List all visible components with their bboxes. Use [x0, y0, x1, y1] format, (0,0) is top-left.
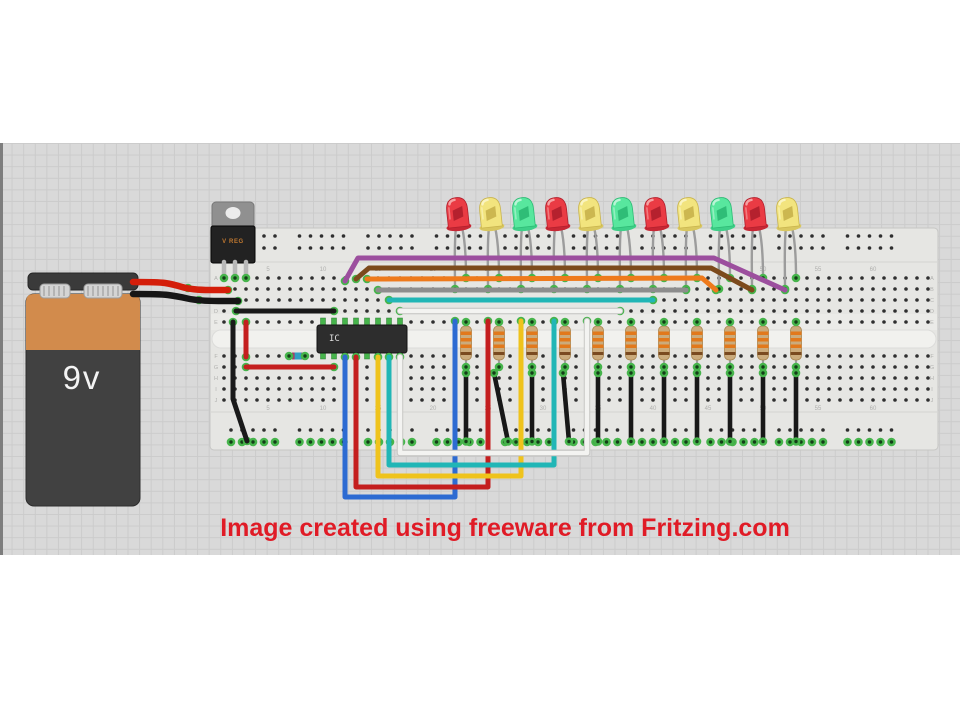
- left-edge-line: [0, 143, 3, 555]
- svg-text:J: J: [215, 398, 218, 404]
- regulator-hole: [225, 207, 241, 219]
- ic-chip: IC: [316, 317, 408, 360]
- svg-text:J: J: [931, 398, 934, 404]
- svg-text:5: 5: [266, 267, 270, 273]
- led-leg: [783, 226, 788, 289]
- svg-text:H: H: [930, 376, 934, 382]
- svg-text:D: D: [214, 309, 218, 315]
- svg-text:B: B: [930, 287, 934, 293]
- svg-text:C: C: [930, 298, 934, 304]
- svg-text:F: F: [214, 354, 218, 360]
- svg-text:I: I: [215, 387, 217, 393]
- svg-text:5: 5: [266, 406, 270, 412]
- svg-text:G: G: [214, 365, 218, 371]
- svg-text:I: I: [931, 387, 933, 393]
- battery-terminal: [39, 283, 71, 299]
- led-11-yellow: [776, 197, 802, 289]
- svg-text:D: D: [930, 309, 934, 315]
- led-1-red: [446, 197, 472, 289]
- ic-body: [316, 324, 408, 354]
- resistor: [691, 320, 703, 371]
- svg-text:40: 40: [650, 406, 657, 412]
- svg-text:60: 60: [870, 267, 877, 273]
- svg-text:F: F: [930, 354, 934, 360]
- jumper-wire: [491, 370, 511, 444]
- resistor: [526, 320, 538, 371]
- wire-loop-blue: [342, 318, 458, 500]
- led-5-yellow: [578, 197, 604, 289]
- regulator-label: V REG: [222, 239, 244, 245]
- svg-text:H: H: [214, 376, 218, 382]
- led-leg: [717, 226, 722, 289]
- caption-text: Image created using freeware from Fritzi…: [220, 514, 790, 542]
- jumpers: [463, 370, 799, 444]
- voltage-regulator: V REG: [210, 201, 256, 280]
- wire-bus-purple: [342, 255, 788, 293]
- led-8-yellow: [677, 197, 703, 289]
- resistor: [625, 320, 637, 371]
- wires: [129, 255, 788, 500]
- battery-stripe: [26, 294, 140, 350]
- leds: [446, 197, 802, 289]
- svg-text:A: A: [930, 276, 934, 282]
- svg-text:30: 30: [540, 406, 547, 412]
- battery-label: 9v: [63, 359, 102, 396]
- led-10-red: [743, 197, 769, 289]
- svg-text:10: 10: [320, 406, 327, 412]
- resistors: [460, 320, 802, 371]
- svg-text:20: 20: [430, 406, 437, 412]
- svg-text:45: 45: [705, 406, 712, 412]
- svg-text:55: 55: [815, 406, 822, 412]
- resistor: [460, 320, 472, 371]
- resistor: [592, 320, 604, 371]
- wire-bus-brown: [353, 265, 755, 293]
- battery-9v: 9v: [25, 272, 141, 507]
- wire-loop-teal: [386, 318, 557, 468]
- wire-loop-yellow: [375, 318, 524, 479]
- resistor: [724, 320, 736, 371]
- svg-text:10: 10: [320, 267, 327, 273]
- ic-label: IC: [329, 334, 340, 344]
- wire-loop-red: [353, 318, 491, 490]
- svg-text:G: G: [930, 365, 934, 371]
- svg-text:E: E: [930, 320, 934, 326]
- svg-text:A: A: [214, 276, 218, 282]
- wire-bus-orange: [364, 275, 719, 293]
- led-leg: [750, 226, 755, 289]
- resistor: [493, 320, 505, 371]
- resistor: [559, 320, 571, 371]
- wire-battery-black: [129, 290, 242, 305]
- jumper-wire: [560, 370, 572, 444]
- svg-text:E: E: [214, 320, 218, 326]
- resistor: [790, 320, 802, 371]
- wire-loop-white: [397, 318, 590, 456]
- wire-battery-red: [129, 278, 232, 294]
- led-9-green: [710, 197, 736, 289]
- wire-left-black-vertical: [230, 319, 250, 444]
- svg-text:55: 55: [815, 267, 822, 273]
- svg-text:60: 60: [870, 406, 877, 412]
